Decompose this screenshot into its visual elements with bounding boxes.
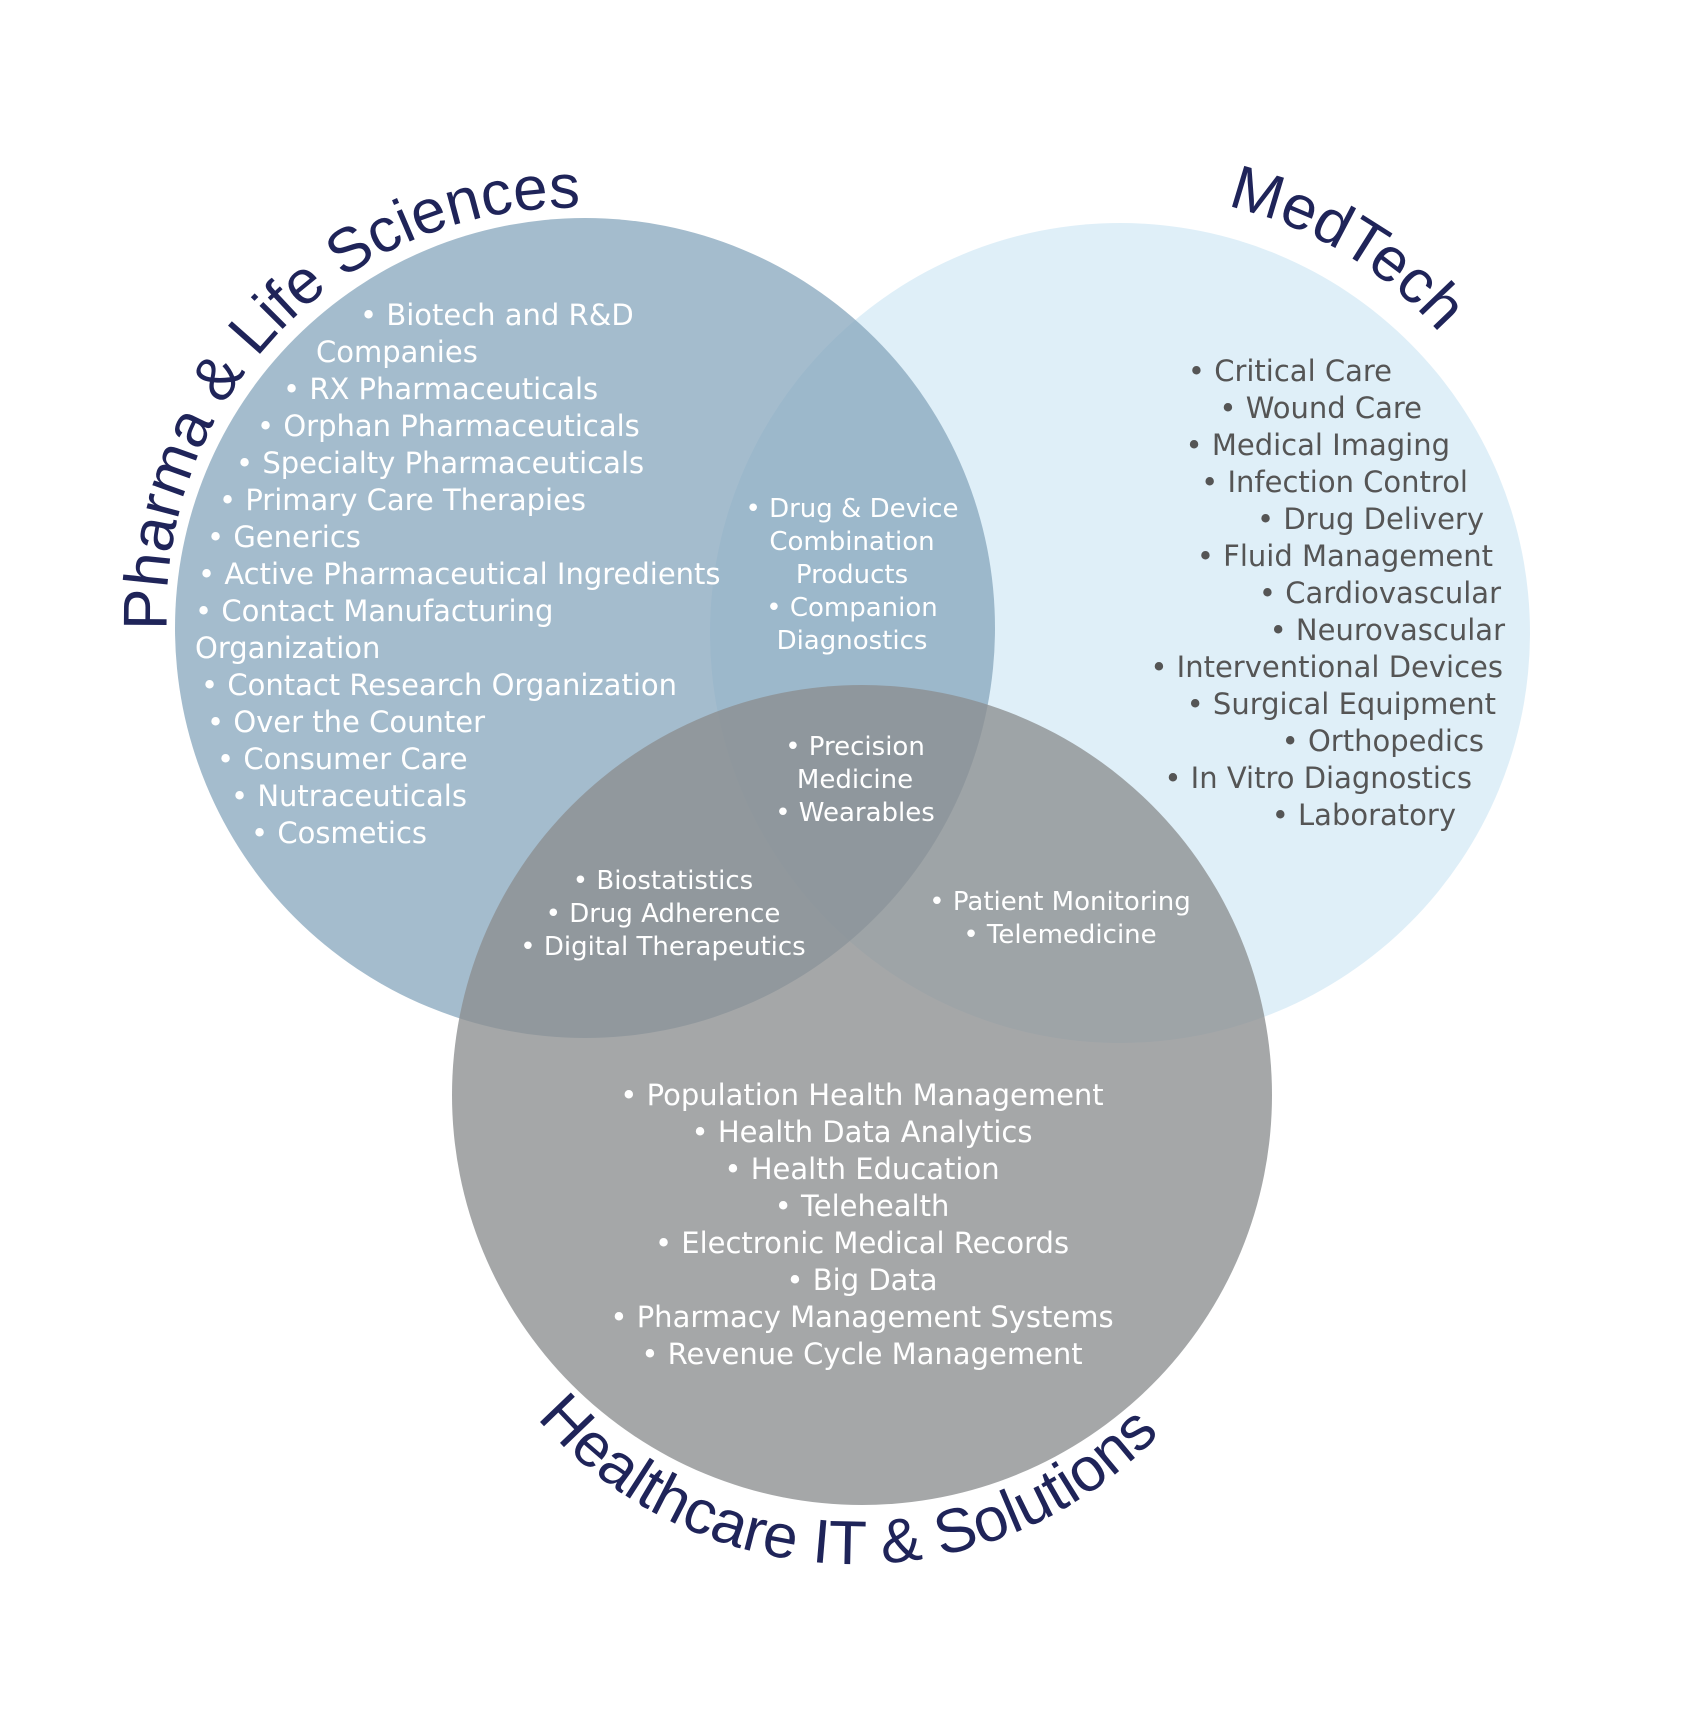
medtech-list-item: • Neurovascular bbox=[1270, 613, 1505, 647]
it-list-item: • Health Data Analytics bbox=[692, 1115, 1033, 1149]
pharma-it-list-item: • Digital Therapeutics bbox=[520, 932, 805, 962]
medtech-item-list: • Critical Care• Wound Care• Medical Ima… bbox=[1150, 354, 1505, 832]
medtech-list-item: • Cardiovascular bbox=[1259, 576, 1501, 610]
pharma-list-item: • Biotech and R&D bbox=[360, 298, 634, 332]
pharma-list-item: • Nutraceuticals bbox=[231, 779, 467, 813]
it-circle bbox=[452, 685, 1272, 1505]
center-list-item: Medicine bbox=[797, 765, 913, 795]
medtech-list-item: • Fluid Management bbox=[1197, 539, 1493, 573]
pharma-list-item: Companies bbox=[316, 335, 478, 369]
pharma-medtech-list-item: Combination bbox=[769, 527, 934, 557]
pharma-list-item: • Active Pharmaceutical Ingredients bbox=[198, 557, 721, 591]
pharma-it-list-item: • Drug Adherence bbox=[546, 899, 781, 929]
pharma-list-item: • Contact Research Organization bbox=[201, 668, 677, 702]
pharma-list-item: • Specialty Pharmaceuticals bbox=[236, 446, 644, 480]
it-list-item: • Electronic Medical Records bbox=[655, 1226, 1069, 1260]
pharma-list-item: • Primary Care Therapies bbox=[219, 483, 586, 517]
pharma-list-item: • Over the Counter bbox=[207, 705, 485, 739]
medtech-it-list-item: • Patient Monitoring bbox=[929, 887, 1190, 917]
it-list-item: • Revenue Cycle Management bbox=[641, 1337, 1082, 1371]
medtech-it-item-list: • Patient Monitoring• Telemedicine bbox=[929, 887, 1190, 950]
medtech-list-item: • Infection Control bbox=[1201, 465, 1468, 499]
pharma-list-item: • RX Pharmaceuticals bbox=[283, 372, 598, 406]
pharma-list-item: • Generics bbox=[207, 520, 361, 554]
pharma-list-item: Organization bbox=[195, 631, 380, 665]
medtech-it-list-item: • Telemedicine bbox=[963, 920, 1156, 950]
it-list-item: • Population Health Management bbox=[620, 1078, 1103, 1112]
center-list-item: • Wearables bbox=[775, 798, 935, 828]
pharma-it-item-list: • Biostatistics• Drug Adherence• Digital… bbox=[520, 866, 805, 962]
medtech-list-item: • Wound Care bbox=[1219, 391, 1422, 425]
pharma-list-item: • Cosmetics bbox=[251, 816, 427, 850]
medtech-list-item: • Drug Delivery bbox=[1257, 502, 1484, 536]
medtech-list-item: • Surgical Equipment bbox=[1187, 687, 1496, 721]
pharma-medtech-list-item: Products bbox=[796, 560, 908, 590]
medtech-list-item: • Medical Imaging bbox=[1186, 428, 1450, 462]
center-list-item: • Precision bbox=[785, 732, 925, 762]
it-list-item: • Pharmacy Management Systems bbox=[610, 1300, 1113, 1334]
pharma-list-item: • Contact Manufacturing bbox=[195, 594, 553, 628]
it-list-item: • Health Education bbox=[724, 1152, 999, 1186]
pharma-medtech-list-item: • Companion bbox=[766, 593, 938, 623]
pharma-medtech-list-item: • Drug & Device bbox=[745, 494, 958, 524]
pharma-medtech-list-item: Diagnostics bbox=[777, 626, 928, 656]
it-list-item: • Big Data bbox=[786, 1263, 937, 1297]
medtech-list-item: • Orthopedics bbox=[1282, 724, 1484, 758]
medtech-list-item: • Interventional Devices bbox=[1150, 650, 1503, 684]
medtech-list-item: • In Vitro Diagnostics bbox=[1164, 761, 1472, 795]
pharma-list-item: • Orphan Pharmaceuticals bbox=[257, 409, 640, 443]
it-item-list: • Population Health Management• Health D… bbox=[610, 1078, 1113, 1371]
pharma-list-item: • Consumer Care bbox=[217, 742, 468, 776]
it-list-item: • Telehealth bbox=[775, 1189, 950, 1223]
medtech-list-item: • Laboratory bbox=[1272, 798, 1456, 832]
pharma-it-list-item: • Biostatistics bbox=[573, 866, 753, 896]
medtech-list-item: • Critical Care bbox=[1188, 354, 1392, 388]
